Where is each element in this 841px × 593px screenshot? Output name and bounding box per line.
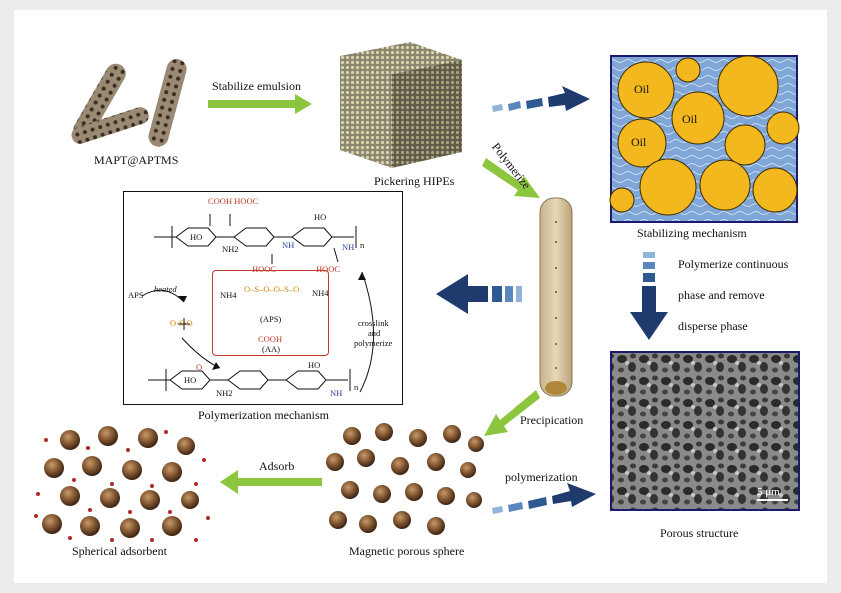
mech-nh2-bottom: NH2 <box>216 388 233 398</box>
stabilizing-mechanism-image <box>609 55 800 223</box>
oil-label-3: Oil <box>631 135 647 149</box>
mech-ho-mid: HO <box>190 232 203 242</box>
magnetic-sphere-label: Magnetic porous sphere <box>349 544 465 558</box>
stabilize-arrow <box>208 94 312 114</box>
stabilize-label: Stabilize emulsion <box>212 79 301 93</box>
mech-ho-top: HO <box>314 212 327 222</box>
mech-aps-label: (APS) <box>260 314 282 324</box>
polymerization-mechanism-box: COOH HOOC HO HO NH2 NH NH n HOOC HOOC AP… <box>123 191 403 405</box>
mech-aps-structure: O‒S‒O‒O‒S‒O <box>244 284 300 294</box>
mech-nh-top2: NH <box>342 242 355 252</box>
mapt-tubes <box>71 59 187 147</box>
mech-crosslink: crosslink <box>358 318 389 328</box>
mech-polymerize: polymerize <box>354 338 393 348</box>
mech-and: and <box>368 328 381 338</box>
mech-n-sub-top: n <box>360 240 365 250</box>
blue-arrow-left <box>436 274 522 314</box>
mech-nh-top1: NH <box>282 240 295 250</box>
mech-hooc-left: HOOC <box>252 264 277 274</box>
polymerization-label: polymerization <box>505 470 578 484</box>
mech-cooh-hooc: COOH HOOC <box>208 196 259 206</box>
mech-nh4-right: NH4 <box>312 288 329 298</box>
magnetic-spheres <box>326 423 484 535</box>
mech-cooh-aa: COOH <box>258 334 283 344</box>
blue-arrow-stabilizing <box>492 86 590 112</box>
mech-aa-label: (AA) <box>262 344 280 354</box>
continuous-label-2: phase and remove <box>678 288 765 302</box>
mechanism-structures <box>141 214 374 393</box>
adsorb-arrow <box>220 470 322 494</box>
mech-ho-bottom2: HO <box>184 375 197 385</box>
mech-sulfate: O·S·O <box>170 318 193 328</box>
stabilizing-mechanism-label: Stabilizing mechanism <box>637 226 747 240</box>
mech-heated: heated <box>154 284 177 294</box>
mech-hooc-right: HOOC <box>316 264 341 274</box>
mech-nh4-left: NH4 <box>220 290 237 300</box>
mech-n-sub-bottom: n <box>354 382 359 392</box>
porous-structure-image <box>610 351 800 511</box>
mech-nh2-top: NH2 <box>222 244 239 254</box>
spherical-adsorbent-label: Spherical adsorbent <box>72 544 167 558</box>
continuous-label-1: Polymerize continuous <box>678 257 789 271</box>
mech-o-bottom: O <box>196 362 203 372</box>
precipitation-arrow <box>484 390 540 436</box>
oil-label-2: Oil <box>682 112 698 126</box>
adsorb-label: Adsorb <box>259 459 295 473</box>
oil-label-1: Oil <box>634 82 650 96</box>
aps-aa-box <box>212 270 329 356</box>
spherical-adsorbent <box>34 426 210 542</box>
mapt-label: MAPT@APTMS <box>94 153 179 167</box>
scale-bar-label: 5 μm <box>757 486 780 498</box>
mech-ho-bottom1: HO <box>308 360 321 370</box>
mech-aps: APS <box>128 290 144 300</box>
polymerize-arrow <box>482 158 540 198</box>
continuous-label-3: disperse phase <box>678 319 748 333</box>
test-tube <box>539 197 573 397</box>
polymerization-mechanism-label: Polymerization mechanism <box>198 408 329 422</box>
pickering-label: Pickering HIPEs <box>374 174 455 188</box>
pickering-cube <box>340 42 462 168</box>
mech-nh-bottom: NH <box>330 388 343 398</box>
continuous-down-arrow <box>630 252 668 340</box>
porous-structure-label: Porous structure <box>660 526 739 540</box>
polymerization-arrow <box>492 483 596 514</box>
precipication-label: Precipication <box>520 413 584 427</box>
